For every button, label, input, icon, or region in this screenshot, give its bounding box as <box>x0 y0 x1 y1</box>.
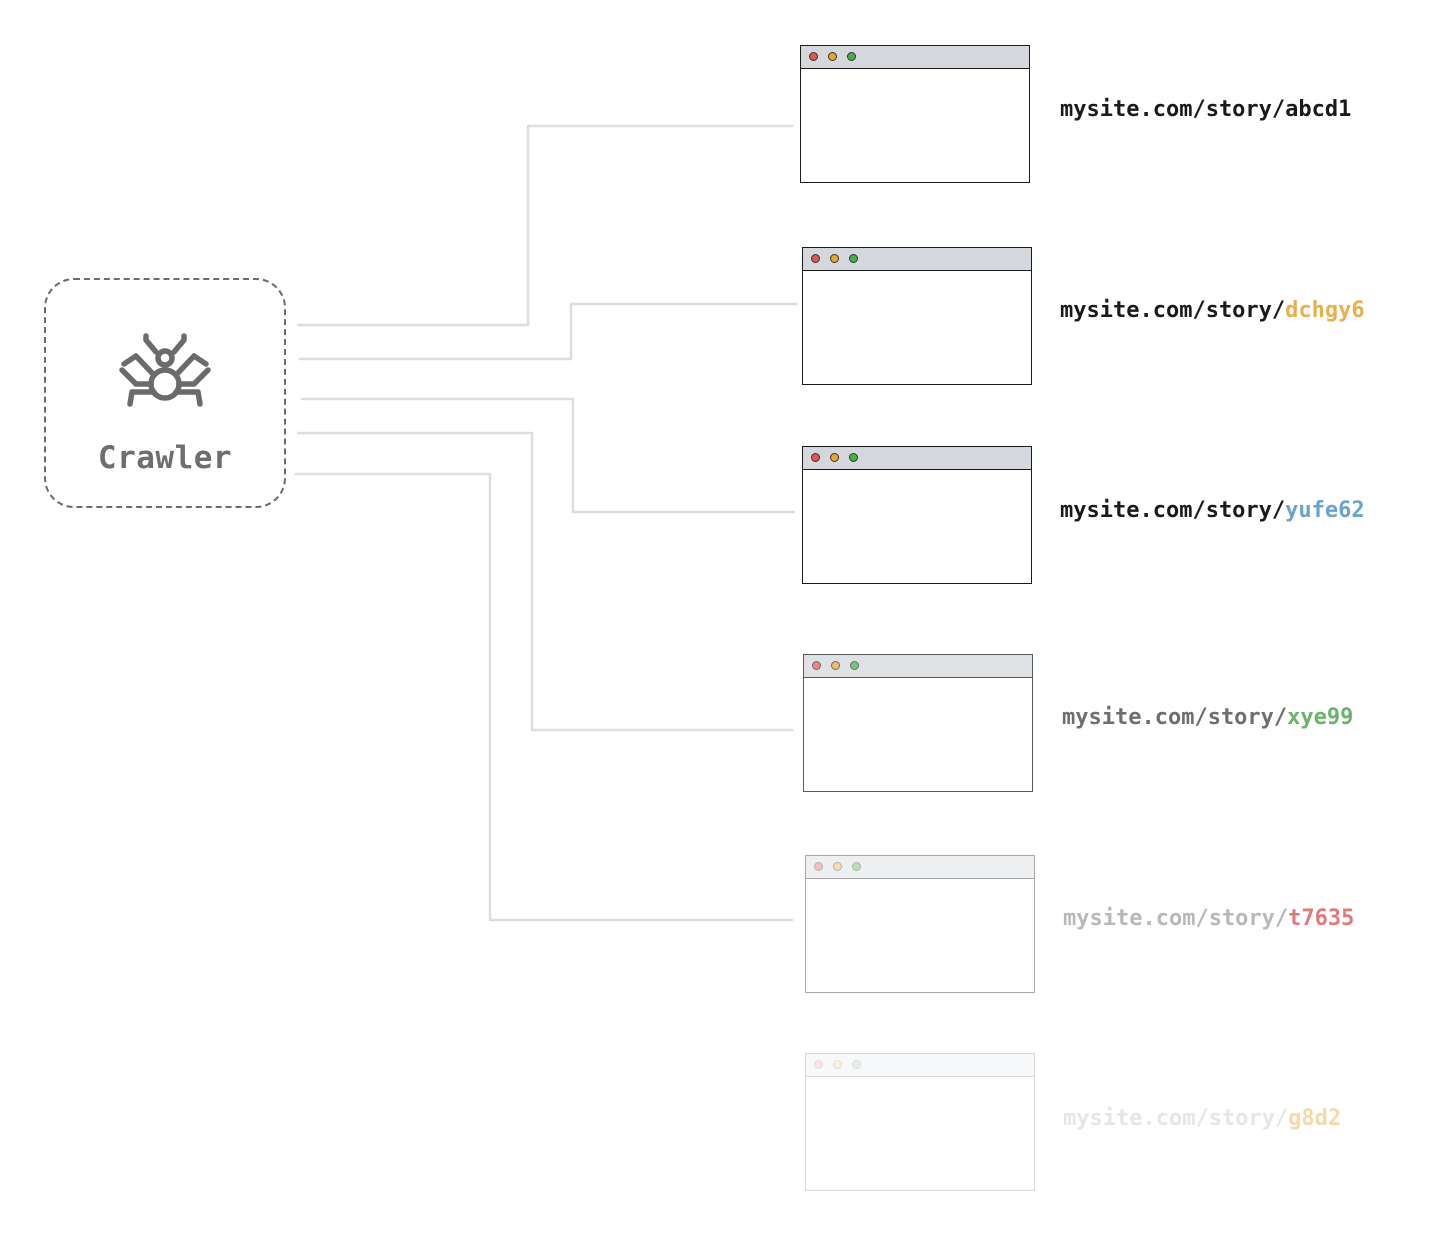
page-url-g8d2: mysite.com/story/g8d2 <box>1063 1106 1341 1131</box>
browser-titlebar <box>803 248 1031 271</box>
minimize-dot-icon <box>831 661 840 670</box>
connector-yufe62 <box>300 397 796 514</box>
browser-window-t7635 <box>805 855 1035 993</box>
spider-icon <box>119 333 211 407</box>
url-id: yufe62 <box>1285 498 1365 523</box>
browser-window-abcd1 <box>800 45 1030 183</box>
crawler-label: Crawler <box>97 440 233 476</box>
maximize-dot-icon <box>850 661 859 670</box>
url-prefix: mysite.com/story/ <box>1063 1106 1289 1131</box>
browser-titlebar <box>806 1054 1034 1077</box>
browser-titlebar <box>803 447 1031 470</box>
connector-xye99 <box>296 431 794 732</box>
page-url-dchgy6: mysite.com/story/dchgy6 <box>1060 298 1365 323</box>
browser-titlebar <box>801 46 1029 69</box>
browser-titlebar <box>804 655 1032 678</box>
minimize-dot-icon <box>833 1060 842 1069</box>
browser-window-g8d2 <box>805 1053 1035 1191</box>
minimize-dot-icon <box>830 453 839 462</box>
url-id: xye99 <box>1287 705 1354 730</box>
url-prefix: mysite.com/story/ <box>1060 498 1286 523</box>
minimize-dot-icon <box>828 52 837 61</box>
browser-titlebar <box>806 856 1034 879</box>
minimize-dot-icon <box>830 254 839 263</box>
close-dot-icon <box>811 254 820 263</box>
close-dot-icon <box>811 453 820 462</box>
connector-dchgy6 <box>298 302 798 361</box>
url-id: abcd1 <box>1285 97 1352 122</box>
page-url-abcd1: mysite.com/story/abcd1 <box>1060 97 1351 122</box>
page-url-t7635: mysite.com/story/t7635 <box>1063 906 1354 931</box>
close-dot-icon <box>809 52 818 61</box>
url-id: t7635 <box>1288 906 1355 931</box>
browser-window-xye99 <box>803 654 1033 792</box>
browser-window-yufe62 <box>802 446 1032 584</box>
browser-window-dchgy6 <box>802 247 1032 385</box>
url-prefix: mysite.com/story/ <box>1062 705 1288 730</box>
close-dot-icon <box>814 862 823 871</box>
url-prefix: mysite.com/story/ <box>1060 97 1286 122</box>
maximize-dot-icon <box>849 453 858 462</box>
close-dot-icon <box>812 661 821 670</box>
url-prefix: mysite.com/story/ <box>1060 298 1286 323</box>
url-prefix: mysite.com/story/ <box>1063 906 1289 931</box>
page-url-xye99: mysite.com/story/xye99 <box>1062 705 1353 730</box>
url-id: dchgy6 <box>1285 298 1365 323</box>
minimize-dot-icon <box>833 862 842 871</box>
connector-t7635 <box>294 472 794 922</box>
close-dot-icon <box>814 1060 823 1069</box>
connector-abcd1 <box>296 124 794 327</box>
maximize-dot-icon <box>847 52 856 61</box>
maximize-dot-icon <box>852 1060 861 1069</box>
crawler-node <box>44 278 286 508</box>
page-url-yufe62: mysite.com/story/yufe62 <box>1060 498 1365 523</box>
maximize-dot-icon <box>852 862 861 871</box>
url-id: g8d2 <box>1288 1106 1342 1131</box>
maximize-dot-icon <box>849 254 858 263</box>
